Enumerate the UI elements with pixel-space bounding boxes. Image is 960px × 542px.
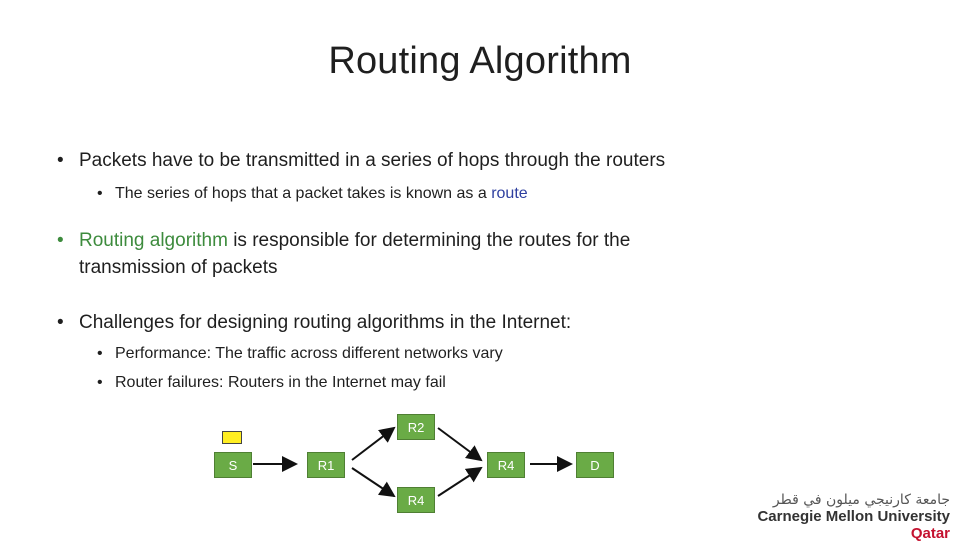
bullet-2-text-line2: transmission of packets [79, 257, 278, 278]
packet-icon [222, 431, 242, 444]
bullet-dot: • [57, 312, 64, 333]
bullet-3: • Challenges for designing routing algor… [57, 309, 572, 336]
bullet-1-text: Packets have to be transmitted in a seri… [79, 150, 666, 171]
bullet-dot: • [97, 185, 103, 202]
edge-r1-r4-bottom [351, 467, 396, 498]
node-s: S [214, 452, 252, 478]
edge-r4bottom-r4 [437, 466, 483, 497]
bullet-2: • Routing algorithm is responsible for d… [57, 227, 779, 281]
logo-english-name: Carnegie Mellon University [757, 508, 950, 525]
cmu-qatar-logo: جامعة كارنيجي ميلون في قطر Carnegie Mell… [750, 492, 950, 542]
bullet-dot: • [57, 150, 64, 171]
logo-arabic: جامعة كارنيجي ميلون في قطر [772, 492, 950, 508]
sub-bullet-2-text: Performance: The traffic across differen… [115, 345, 503, 362]
sub-bullet-3: • Router failures: Routers in the Intern… [97, 369, 446, 396]
logo-english-qatar: Qatar [910, 525, 950, 542]
sub-bullet-1-text: The series of hops that a packet takes i… [115, 185, 492, 202]
node-r2: R2 [397, 414, 435, 440]
bullet-1: • Packets have to be transmitted in a se… [57, 147, 666, 174]
sub-bullet-2: • Performance: The traffic across differ… [97, 340, 503, 367]
routing-algorithm-term: Routing algorithm [79, 230, 228, 251]
edge-r2-r4 [437, 427, 483, 462]
bullet-dot: • [57, 230, 64, 251]
logo-english: Carnegie Mellon University Qatar [750, 508, 950, 542]
sub-bullet-1: • The series of hops that a packet takes… [97, 180, 528, 207]
route-term: route [491, 185, 528, 202]
sub-bullet-3-text: Router failures: Routers in the Internet… [115, 374, 446, 391]
edge-r1-r2 [351, 426, 396, 461]
node-r1: R1 [307, 452, 345, 478]
node-r4-bottom: R4 [397, 487, 435, 513]
bullet-dot: • [97, 345, 103, 362]
slide-title: Routing Algorithm [328, 40, 632, 82]
node-r4-right: R4 [487, 452, 525, 478]
bullet-dot: • [97, 374, 103, 391]
bullet-2-text: is responsible for determining the route… [227, 230, 631, 251]
node-d: D [576, 452, 614, 478]
bullet-3-text: Challenges for designing routing algorit… [79, 312, 572, 333]
